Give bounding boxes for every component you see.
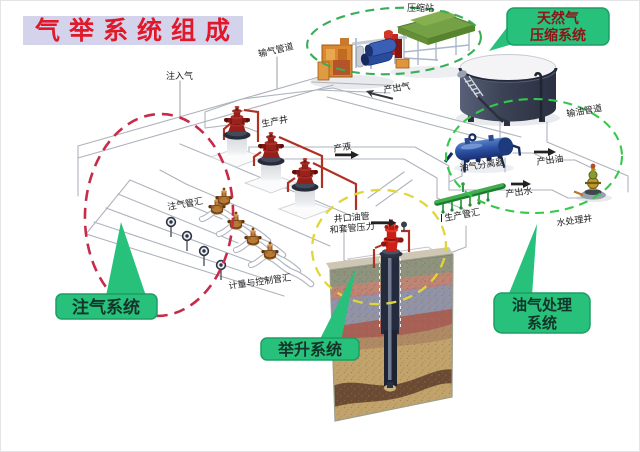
svg-text:气举系统组成: 气举系统组成: [34, 16, 239, 45]
svg-text:产液: 产液: [332, 140, 352, 154]
svg-text:产出水: 产出水: [505, 184, 533, 199]
svg-text:油气处理: 油气处理: [512, 296, 572, 314]
svg-text:注入气: 注入气: [166, 70, 193, 81]
svg-text:压缩站: 压缩站: [407, 2, 434, 13]
svg-text:和套管压力: 和套管压力: [329, 220, 375, 235]
svg-text:井口油管: 井口油管: [333, 210, 370, 224]
svg-text:举升系统: 举升系统: [277, 340, 342, 359]
svg-text:天然气: 天然气: [537, 10, 579, 26]
svg-text:产出气: 产出气: [383, 80, 411, 95]
svg-text:系统: 系统: [527, 314, 557, 332]
svg-text:产出油: 产出油: [536, 152, 564, 167]
svg-text:注气系统: 注气系统: [72, 297, 140, 317]
svg-text:水处理井: 水处理井: [556, 212, 593, 228]
svg-text:压缩系统: 压缩系统: [530, 27, 586, 43]
svg-text:生产井: 生产井: [260, 113, 289, 129]
